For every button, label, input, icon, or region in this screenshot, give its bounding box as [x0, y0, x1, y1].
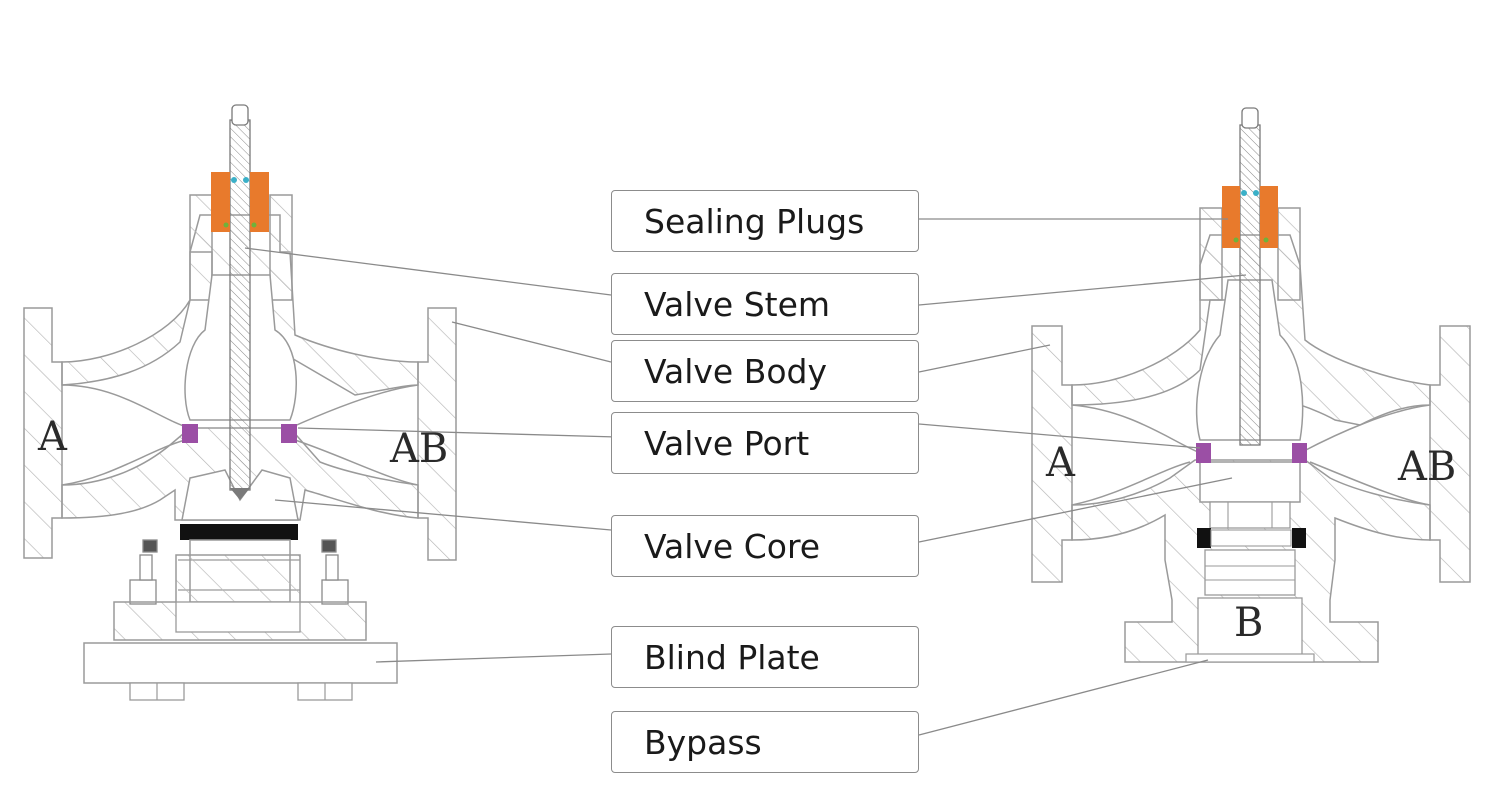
right-valve-core: [1199, 461, 1301, 503]
leader-valve-body-right: [918, 344, 1051, 373]
right-valve-port-left: [1196, 443, 1211, 463]
label-blind-plate: Blind Plate: [611, 626, 919, 688]
label-valve-core: Valve Core: [611, 515, 919, 577]
right-valve-port-right: [1292, 443, 1307, 463]
label-valve-port-text: Valve Port: [644, 423, 810, 463]
left-valve-outlet-letter: AB: [389, 426, 448, 472]
left-valve-inlet-letter: A: [37, 414, 68, 460]
leader-valve-port-right: [918, 423, 1201, 449]
left-valve: A AB: [23, 104, 457, 701]
left-valve-stem: [229, 119, 251, 491]
right-valve-core-seal-right: [1292, 528, 1306, 548]
left-valve-bolts: [129, 539, 349, 605]
left-valve-core: [181, 469, 299, 521]
leader-bypass: [918, 659, 1209, 736]
left-valve-core-seal: [180, 524, 298, 540]
left-valve-sealing-plugs: [211, 172, 269, 232]
right-valve-bypass-opening: [1197, 597, 1303, 657]
leader-valve-body-left: [451, 321, 612, 363]
leader-valve-stem-left: [244, 247, 612, 296]
label-valve-core-text: Valve Core: [644, 526, 821, 566]
label-bypass: Bypass: [611, 711, 919, 773]
label-valve-stem: Valve Stem: [611, 273, 919, 335]
left-valve-blind-plate: [83, 642, 398, 684]
leader-blind-plate: [375, 653, 612, 663]
label-blind-plate-text: Blind Plate: [644, 637, 820, 677]
label-sealing-plugs: Sealing Plugs: [611, 190, 919, 252]
left-valve-port-left: [182, 424, 198, 443]
label-valve-body-text: Valve Body: [644, 351, 828, 391]
label-bypass-text: Bypass: [644, 722, 762, 762]
left-valve-flow-path: [61, 384, 419, 486]
left-valve-port-right: [281, 424, 297, 443]
leader-valve-stem-right: [918, 274, 1247, 306]
label-valve-body: Valve Body: [611, 340, 919, 402]
right-valve: A AB B: [1031, 107, 1471, 663]
right-valve-core-seal-left: [1197, 528, 1211, 548]
leader-valve-port-left: [297, 427, 618, 438]
right-valve-outlet-flange: [1429, 325, 1471, 583]
label-valve-port: Valve Port: [611, 412, 919, 474]
right-valve-inlet-letter: A: [1045, 440, 1076, 486]
right-valve-flow-path: [1071, 404, 1431, 506]
right-valve-bonnet: [1199, 207, 1301, 301]
right-valve-outlet-letter: AB: [1397, 444, 1456, 490]
leader-valve-core-right: [918, 477, 1233, 543]
left-valve-outlet-flange: [417, 307, 457, 561]
label-sealing-plugs-text: Sealing Plugs: [644, 201, 865, 241]
right-valve-bypass-letter: B: [1234, 600, 1263, 646]
leader-valve-core-left: [274, 499, 612, 531]
leader-lines: [244, 218, 1247, 736]
right-valve-sealing-plugs: [1222, 186, 1278, 248]
right-valve-stem: [1239, 124, 1261, 446]
label-valve-stem-text: Valve Stem: [644, 284, 831, 324]
